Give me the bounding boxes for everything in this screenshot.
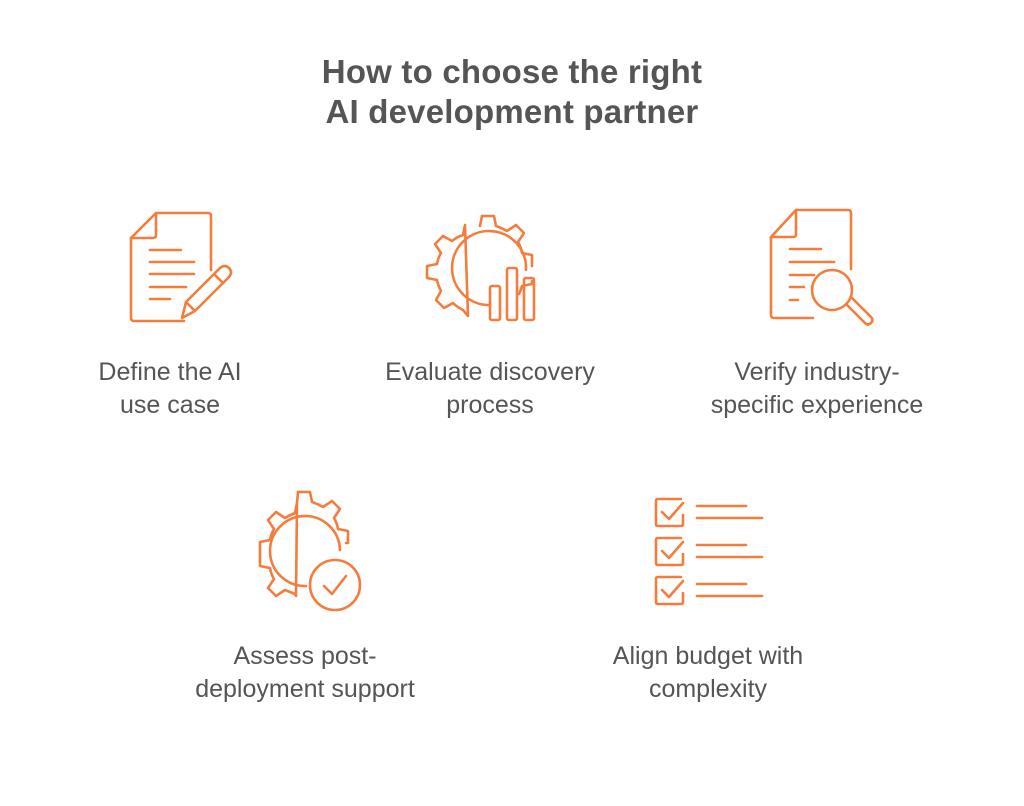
page-title: How to choose the right AI development p…: [0, 52, 1024, 132]
title-line-2: AI development partner: [325, 93, 699, 130]
step-label: Align budget with complexity: [612, 642, 804, 703]
gear-check-icon: [250, 490, 365, 612]
gear-chart-icon: [425, 208, 550, 328]
step-label: Verify industry- specific experience: [710, 358, 924, 419]
document-search-icon: [768, 207, 876, 329]
document-edit-icon: [128, 210, 233, 325]
title-line-1: How to choose the right: [321, 53, 703, 90]
step-label: Define the AI use case: [98, 358, 242, 419]
step-label: Assess post- deployment support: [195, 642, 415, 703]
checklist-icon: [654, 497, 766, 607]
step-label: Evaluate discovery process: [385, 358, 595, 419]
